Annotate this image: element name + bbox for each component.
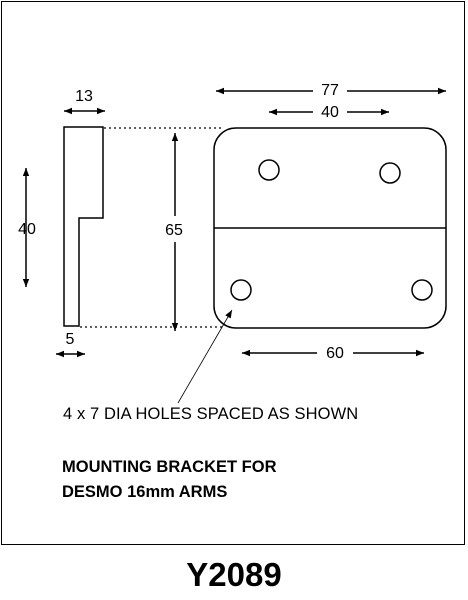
mounting-hole-bottom-left	[231, 280, 251, 300]
dim-label-side-height: 40	[18, 221, 36, 238]
note-leader-line	[178, 310, 232, 403]
holes-note: 4 x 7 DIA HOLES SPACED AS SHOWN	[63, 405, 358, 424]
dim-label-hole-spacing-bottom: 60	[326, 345, 344, 362]
product-caption: MOUNTING BRACKET FOR DESMO 16mm ARMS	[62, 455, 276, 505]
mounting-hole-top-left	[259, 160, 279, 180]
mounting-hole-bottom-right	[412, 280, 432, 300]
dim-label-side-width: 13	[75, 88, 93, 105]
dim-label-foot-width: 5	[66, 331, 75, 348]
part-number: Y2089	[0, 556, 468, 594]
bracket-side-profile	[64, 127, 103, 326]
caption-line-1: MOUNTING BRACKET FOR	[62, 455, 276, 480]
caption-line-2: DESMO 16mm ARMS	[62, 480, 276, 505]
mounting-hole-top-right	[380, 163, 400, 183]
dim-label-plate-width: 77	[321, 82, 339, 99]
dim-label-hole-spacing-top: 40	[321, 104, 339, 121]
dim-label-overall-height: 65	[165, 222, 183, 239]
